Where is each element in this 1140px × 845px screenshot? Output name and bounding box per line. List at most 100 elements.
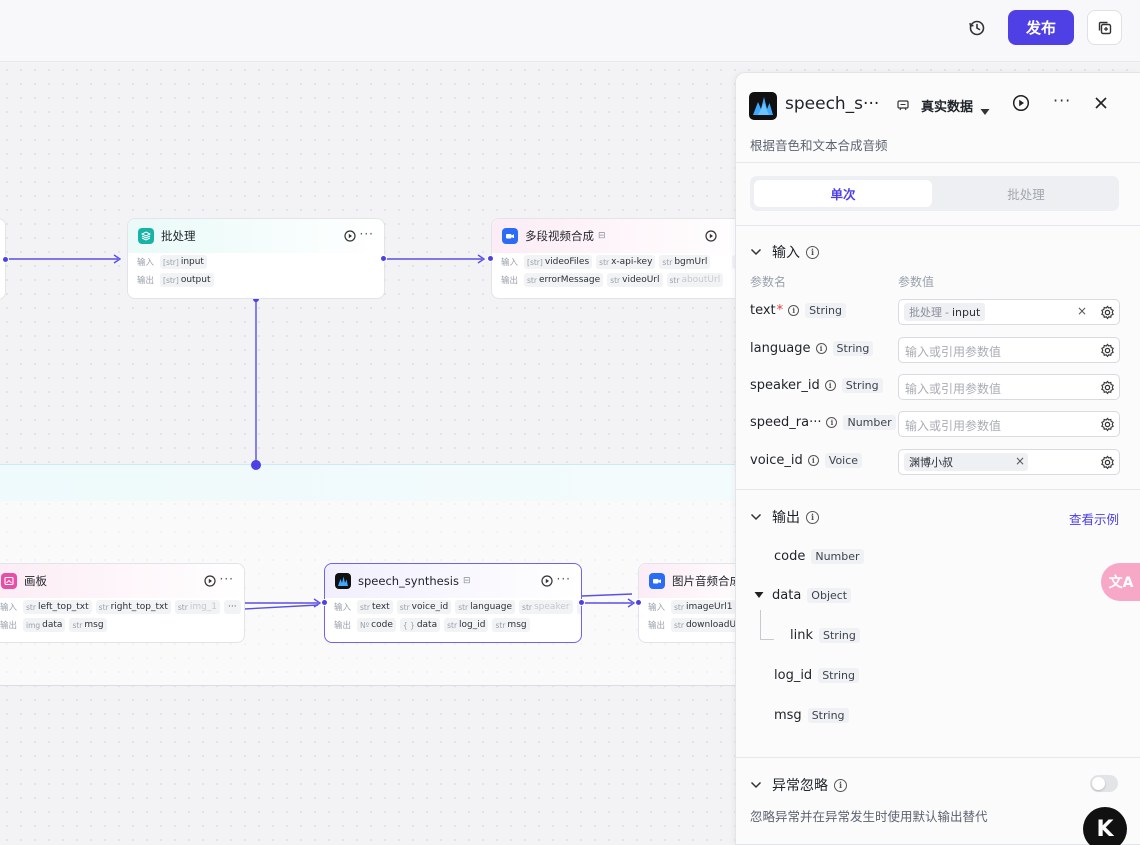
node-input-row: 输入 [str]input	[128, 253, 384, 271]
run-icon[interactable]	[541, 575, 553, 590]
caret-down-icon[interactable]	[754, 588, 764, 603]
more-params-chip[interactable]: ···	[576, 600, 581, 614]
input-section-header[interactable]: 输入 i	[750, 242, 819, 262]
wire-arrow	[113, 254, 122, 264]
assistant-logo-button[interactable]: K	[1083, 807, 1127, 845]
clear-icon[interactable]: ×	[1077, 304, 1088, 318]
chip-type: str	[527, 275, 537, 285]
gear-icon[interactable]	[1100, 417, 1115, 436]
info-icon[interactable]: i	[824, 380, 836, 391]
divider	[736, 225, 1140, 226]
translate-icon[interactable]: 文A	[1101, 563, 1140, 601]
chip-name: output	[180, 275, 211, 285]
placeholder: 输入或引用参数值	[905, 345, 1002, 359]
more-icon[interactable]: ···	[556, 572, 571, 586]
info-icon[interactable]: i	[815, 343, 827, 354]
voice-value-chip[interactable]: 渊博小叔	[904, 453, 1028, 471]
caret-down-icon[interactable]	[980, 101, 990, 120]
node-port[interactable]	[380, 255, 387, 262]
param-row-voice-id: voice_id i Voice 渊博小叔 ×	[750, 449, 1120, 475]
reference-chip[interactable]: 批处理 - input	[904, 303, 986, 321]
info-icon[interactable]: i	[806, 510, 819, 524]
tab-batch[interactable]: 批处理	[1007, 187, 1045, 202]
param-name: text	[750, 303, 776, 318]
clear-icon[interactable]: ×	[1015, 454, 1026, 468]
text-value-field[interactable]: 批处理 - input ×	[898, 299, 1120, 325]
type-chip: String	[819, 628, 860, 643]
info-icon[interactable]: i	[806, 245, 819, 259]
more-icon[interactable]: ···	[219, 572, 234, 586]
output-label: 输出	[501, 276, 519, 286]
chip-name: speaker	[533, 602, 570, 612]
node-port[interactable]	[321, 599, 328, 606]
ignore-section-header[interactable]: 异常忽略 i	[750, 775, 847, 795]
chip-type: str	[458, 602, 469, 612]
chevron-down-icon[interactable]	[750, 244, 762, 260]
gear-icon[interactable]	[1100, 380, 1115, 399]
chevron-down-icon[interactable]	[750, 509, 762, 525]
type-chip: Voice	[824, 453, 863, 468]
ignore-exception-toggle[interactable]	[1090, 775, 1118, 792]
speaker-id-value-field[interactable]: 输入或引用参数值	[898, 374, 1120, 400]
chip-type: img	[26, 620, 41, 630]
node-port[interactable]	[578, 599, 585, 606]
voice-id-value-field[interactable]: 渊博小叔 ×	[898, 449, 1120, 475]
chip-name: downloadUrl	[685, 620, 743, 630]
node-header: speech_synthesis ⊟ ···	[325, 564, 581, 598]
info-icon[interactable]: i	[807, 455, 819, 466]
copy-icon[interactable]	[1087, 10, 1122, 45]
chip-type: str	[610, 275, 621, 285]
batch-node[interactable]: 批处理 ··· 输入 [str]input 输出 [str]output	[127, 218, 385, 299]
info-icon[interactable]: i	[826, 417, 838, 428]
data-mode-select[interactable]: 真实数据	[921, 100, 974, 115]
info-icon[interactable]: i	[834, 778, 847, 792]
more-icon[interactable]: ···	[359, 227, 374, 241]
info-icon[interactable]: i	[788, 305, 800, 316]
output-field-data[interactable]: data Object	[754, 588, 852, 603]
node-port[interactable]	[635, 599, 642, 606]
gear-icon[interactable]	[1100, 305, 1115, 324]
close-icon[interactable]	[1094, 95, 1108, 114]
chip-name: aboutUrl	[681, 275, 721, 285]
chevron-down-icon[interactable]	[750, 777, 762, 793]
chip-type: str	[399, 602, 410, 612]
chip-type: str	[674, 620, 684, 630]
more-icon[interactable]: ···	[1053, 91, 1072, 110]
node-port[interactable]	[2, 256, 9, 263]
chip-type: [str]	[527, 257, 543, 267]
video-camera-icon	[502, 228, 518, 244]
run-icon[interactable]	[705, 230, 717, 245]
more-params-chip[interactable]: ···	[224, 600, 241, 614]
output-label: 输出	[0, 621, 18, 631]
run-icon[interactable]	[204, 575, 216, 590]
view-example-link[interactable]: 查看示例	[1069, 512, 1120, 527]
history-icon[interactable]	[962, 13, 992, 43]
publish-button[interactable]: 发布	[1008, 10, 1074, 45]
speed-ratio-value-field[interactable]: 输入或引用参数值	[898, 411, 1120, 437]
gear-icon[interactable]	[1100, 343, 1115, 362]
run-icon[interactable]	[344, 230, 356, 245]
run-icon[interactable]	[1012, 94, 1030, 116]
placeholder: 输入或引用参数值	[905, 382, 1002, 396]
node-port[interactable]	[487, 255, 494, 262]
tab-single[interactable]: 单次	[754, 180, 932, 207]
language-value-field[interactable]: 输入或引用参数值	[898, 337, 1120, 363]
output-section-header[interactable]: 输出 i	[750, 507, 819, 527]
chip-type: Nº	[360, 620, 370, 630]
gear-icon[interactable]	[1100, 455, 1115, 474]
ref-separator: -	[945, 305, 949, 319]
type-chip: String	[805, 303, 846, 318]
node-header: 批处理 ···	[128, 219, 384, 253]
type-chip: String	[841, 378, 883, 393]
